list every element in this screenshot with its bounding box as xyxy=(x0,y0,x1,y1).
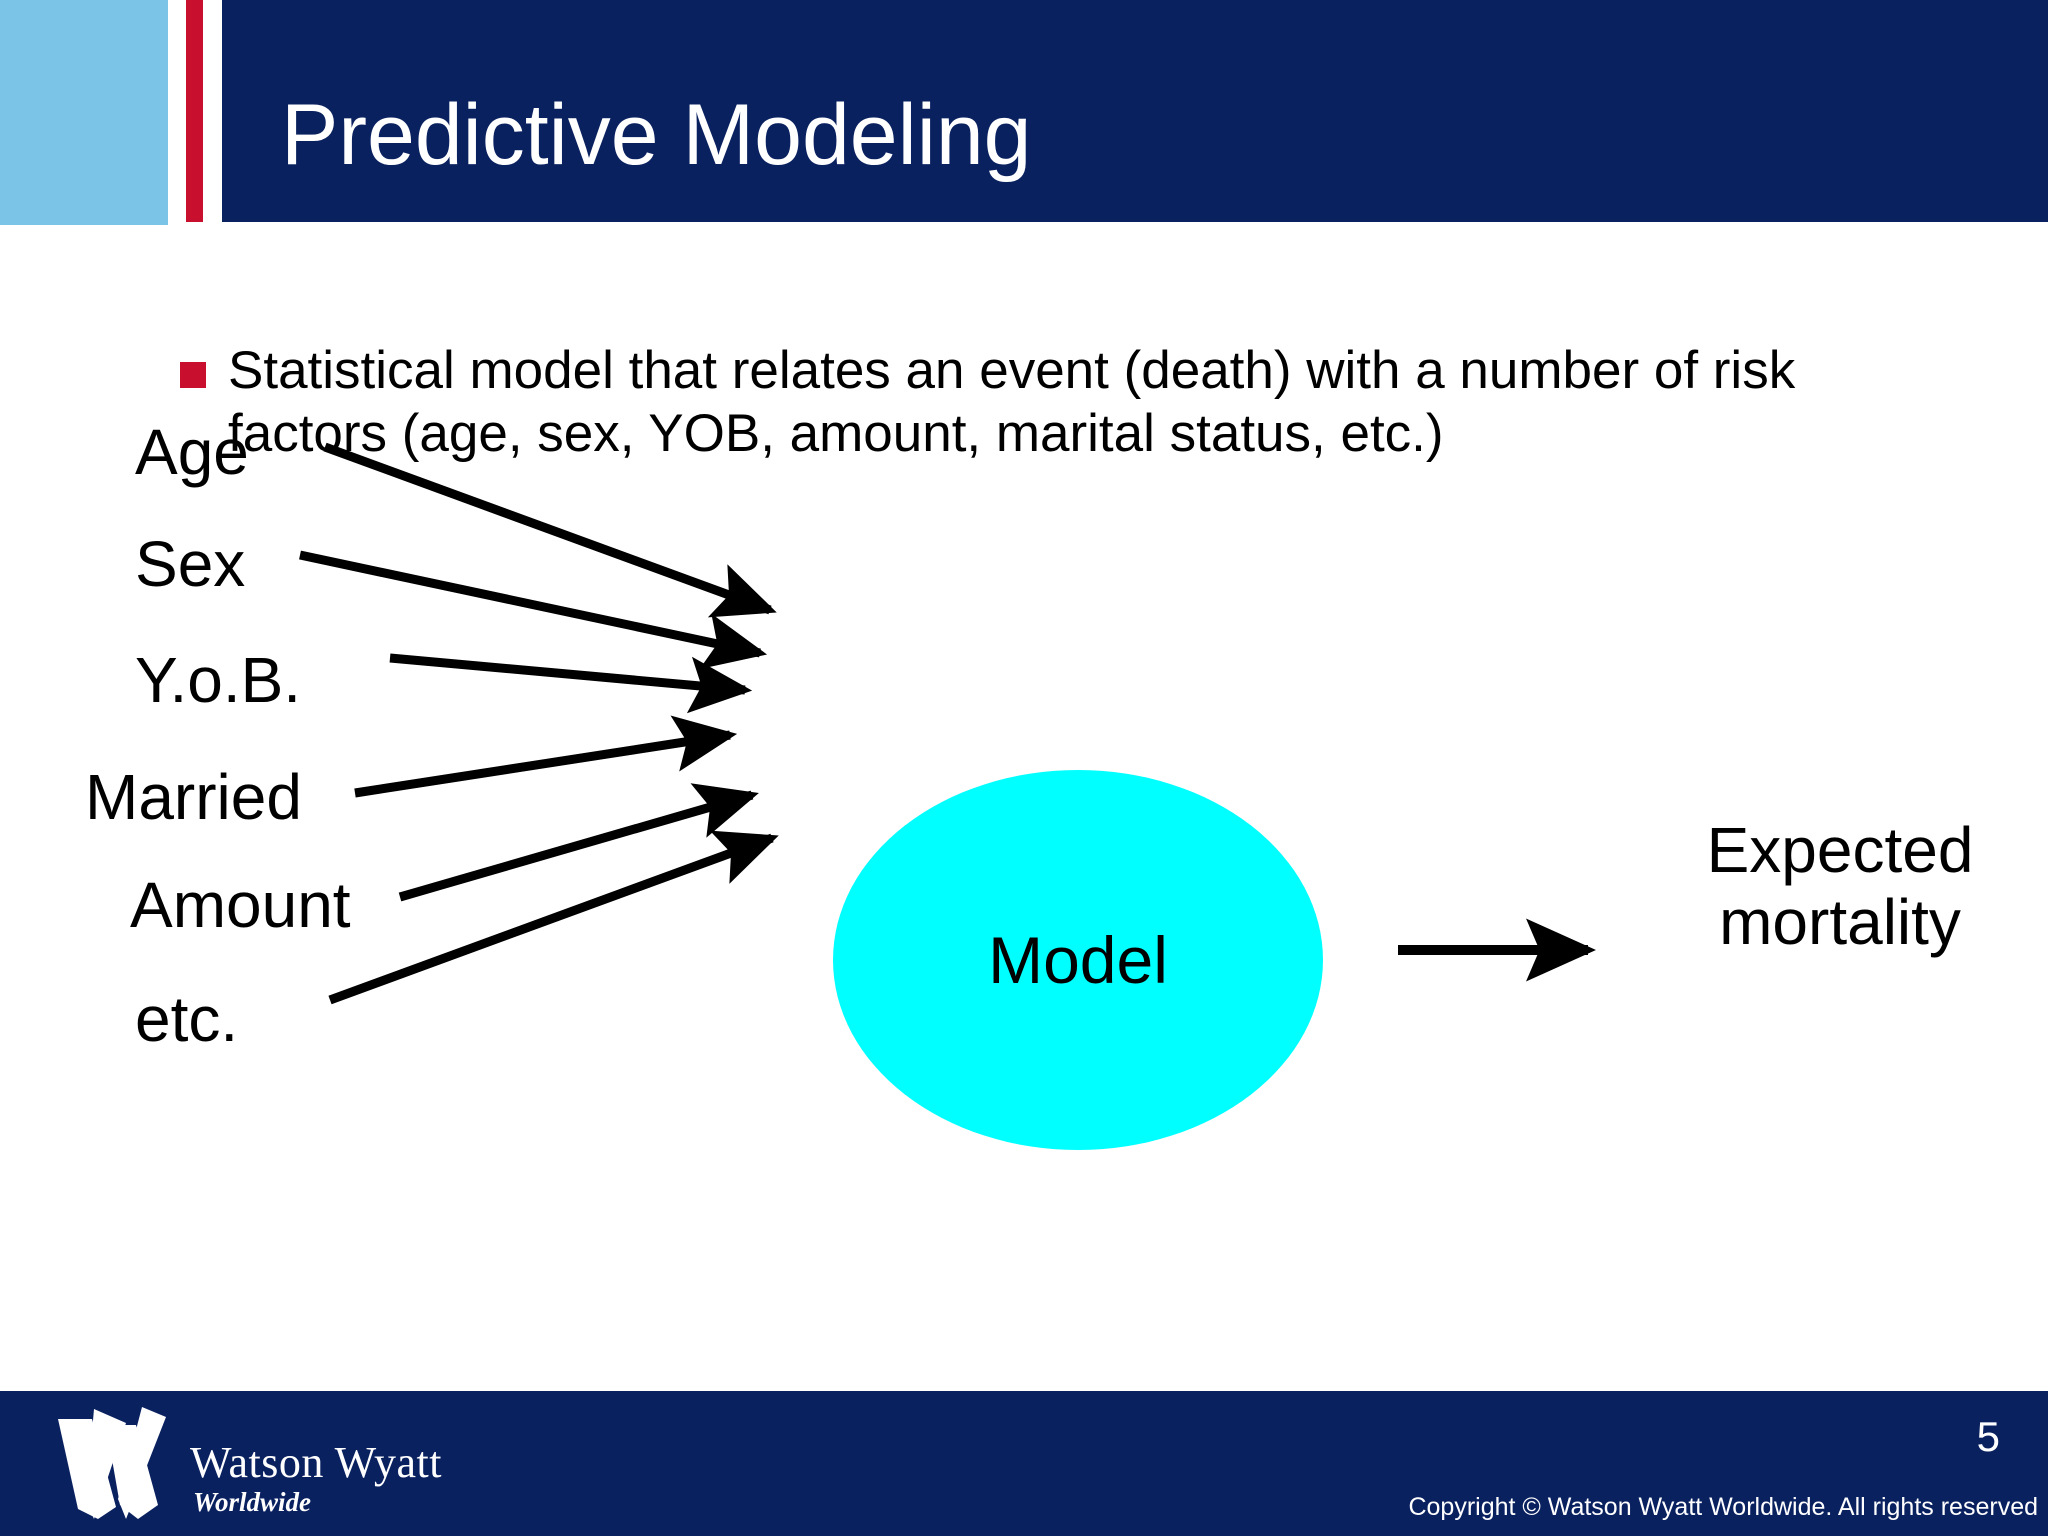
diagram-input-label-yob: Y.o.B. xyxy=(135,644,302,716)
arrow-sex xyxy=(299,550,768,670)
diagram-input-label-married: Married xyxy=(85,761,302,833)
diagram-model-ellipse: Model xyxy=(833,770,1323,1150)
bullet-square-icon xyxy=(180,362,206,388)
slide-content: Statistical model that relates an event … xyxy=(0,225,2048,1391)
header-navy-band xyxy=(222,0,2048,222)
slide-header: Predictive Modeling xyxy=(0,0,2048,225)
diagram-input-label-amount: Amount xyxy=(130,869,351,941)
diagram-output-line1: Expected xyxy=(1706,814,1974,886)
diagram-input-label-etc: etc. xyxy=(135,983,239,1055)
diagram-input-label-age: Age xyxy=(135,416,249,488)
arrow-yob xyxy=(389,653,753,714)
header-lightblue-block xyxy=(0,0,168,225)
page-number: 5 xyxy=(1976,1413,2000,1460)
arrow-married xyxy=(354,715,738,798)
arrow-age xyxy=(323,442,777,618)
header-red-accent-bar xyxy=(186,0,203,222)
watson-wyatt-logo: Watson Wyatt Worldwide xyxy=(30,1401,450,1526)
watson-wyatt-w-mark-icon xyxy=(58,1407,166,1519)
diagram-input-label-sex: Sex xyxy=(135,528,246,600)
arrow-etc xyxy=(328,830,779,1005)
copyright-notice: Copyright © Watson Wyatt Worldwide. All … xyxy=(1408,1493,2038,1521)
logo-wordmark: Watson Wyatt xyxy=(190,1438,442,1487)
slide-title: Predictive Modeling xyxy=(281,87,1032,183)
logo-tagline: Worldwide xyxy=(193,1487,312,1517)
diagram-output-line2: mortality xyxy=(1719,885,1961,958)
arrow-amount xyxy=(398,783,759,902)
slide-footer: Watson Wyatt Worldwide 5 Copyright © Wat… xyxy=(0,1391,2048,1536)
predictive-model-diagram: Age Sex Y.o.B. Married Amount etc. xyxy=(0,225,2048,1391)
diagram-model-label: Model xyxy=(988,923,1168,997)
bullet-text: Statistical model that relates an event … xyxy=(228,341,1796,463)
diagram-arrows xyxy=(299,442,1597,1005)
bullet-item: Statistical model that relates an event … xyxy=(180,340,1900,465)
diagram-output-label: Expected mortality xyxy=(1655,814,2025,958)
